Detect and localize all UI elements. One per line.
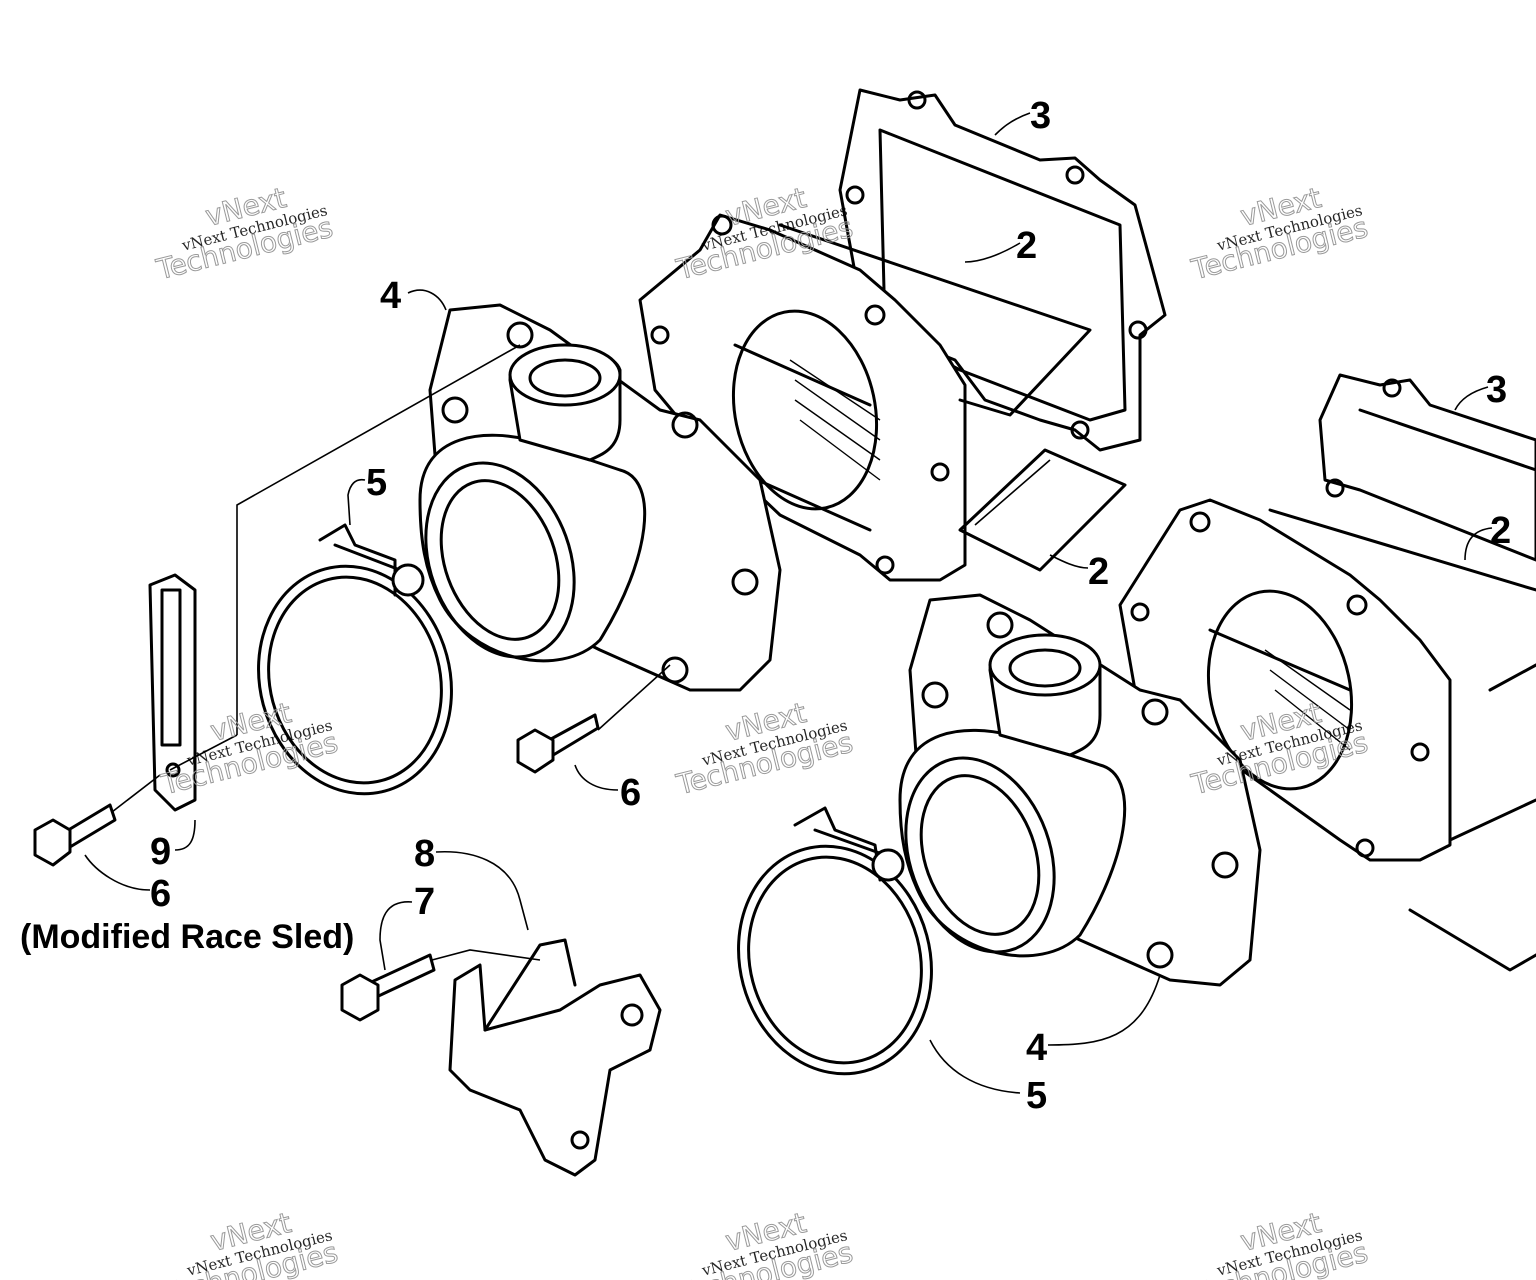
gasket-lower: [1318, 373, 1536, 562]
callout-3-upper: 3: [1030, 95, 1051, 137]
bolt-lower-left: [33, 803, 117, 867]
callout-4-lower: 4: [1026, 1027, 1047, 1069]
callout-5-upper: 5: [366, 462, 387, 504]
callout-2-reed-petal: 2: [1088, 551, 1109, 593]
callout-2-upper: 2: [1016, 225, 1037, 267]
clamp-upper: [257, 523, 453, 796]
watermark-8: vNext vNext Technologies Technologies: [672, 1206, 856, 1280]
callout-4-upper: 4: [380, 275, 401, 317]
callout-3-lower: 3: [1486, 369, 1507, 411]
clamp-lower: [737, 806, 933, 1076]
bracket: [448, 938, 662, 1177]
callout-5-lower: 5: [1026, 1075, 1047, 1117]
watermark-5: vNext vNext Technologies Technologies: [672, 696, 856, 802]
callout-6-upper: 6: [620, 772, 641, 814]
reed-cage-lower: [1118, 498, 1536, 972]
leader-lines: [84, 112, 1493, 1094]
note-modified-race-sled: (Modified Race Sled): [20, 918, 354, 956]
callout-9: 9: [150, 831, 171, 873]
intake-boot-lower: [898, 593, 1262, 987]
reed-petal-upper: [958, 448, 1127, 572]
bolt-bracket: [340, 953, 436, 1022]
callout-6-lower: 6: [150, 873, 171, 915]
watermark-7: vNext vNext Technologies Technologies: [157, 1206, 341, 1280]
reed-cage-upper: [638, 213, 1092, 582]
plate: [148, 573, 197, 812]
callout-2-lower: 2: [1490, 510, 1511, 552]
watermark-3: vNext vNext Technologies Technologies: [1187, 181, 1371, 287]
callout-7: 7: [414, 881, 435, 923]
callout-8: 8: [414, 833, 435, 875]
intake-boot-upper: [418, 303, 782, 692]
watermark-1: vNext vNext Technologies Technologies: [152, 181, 336, 287]
bolt-upper: [516, 713, 600, 774]
watermark-9: vNext vNext Technologies Technologies: [1187, 1206, 1371, 1280]
